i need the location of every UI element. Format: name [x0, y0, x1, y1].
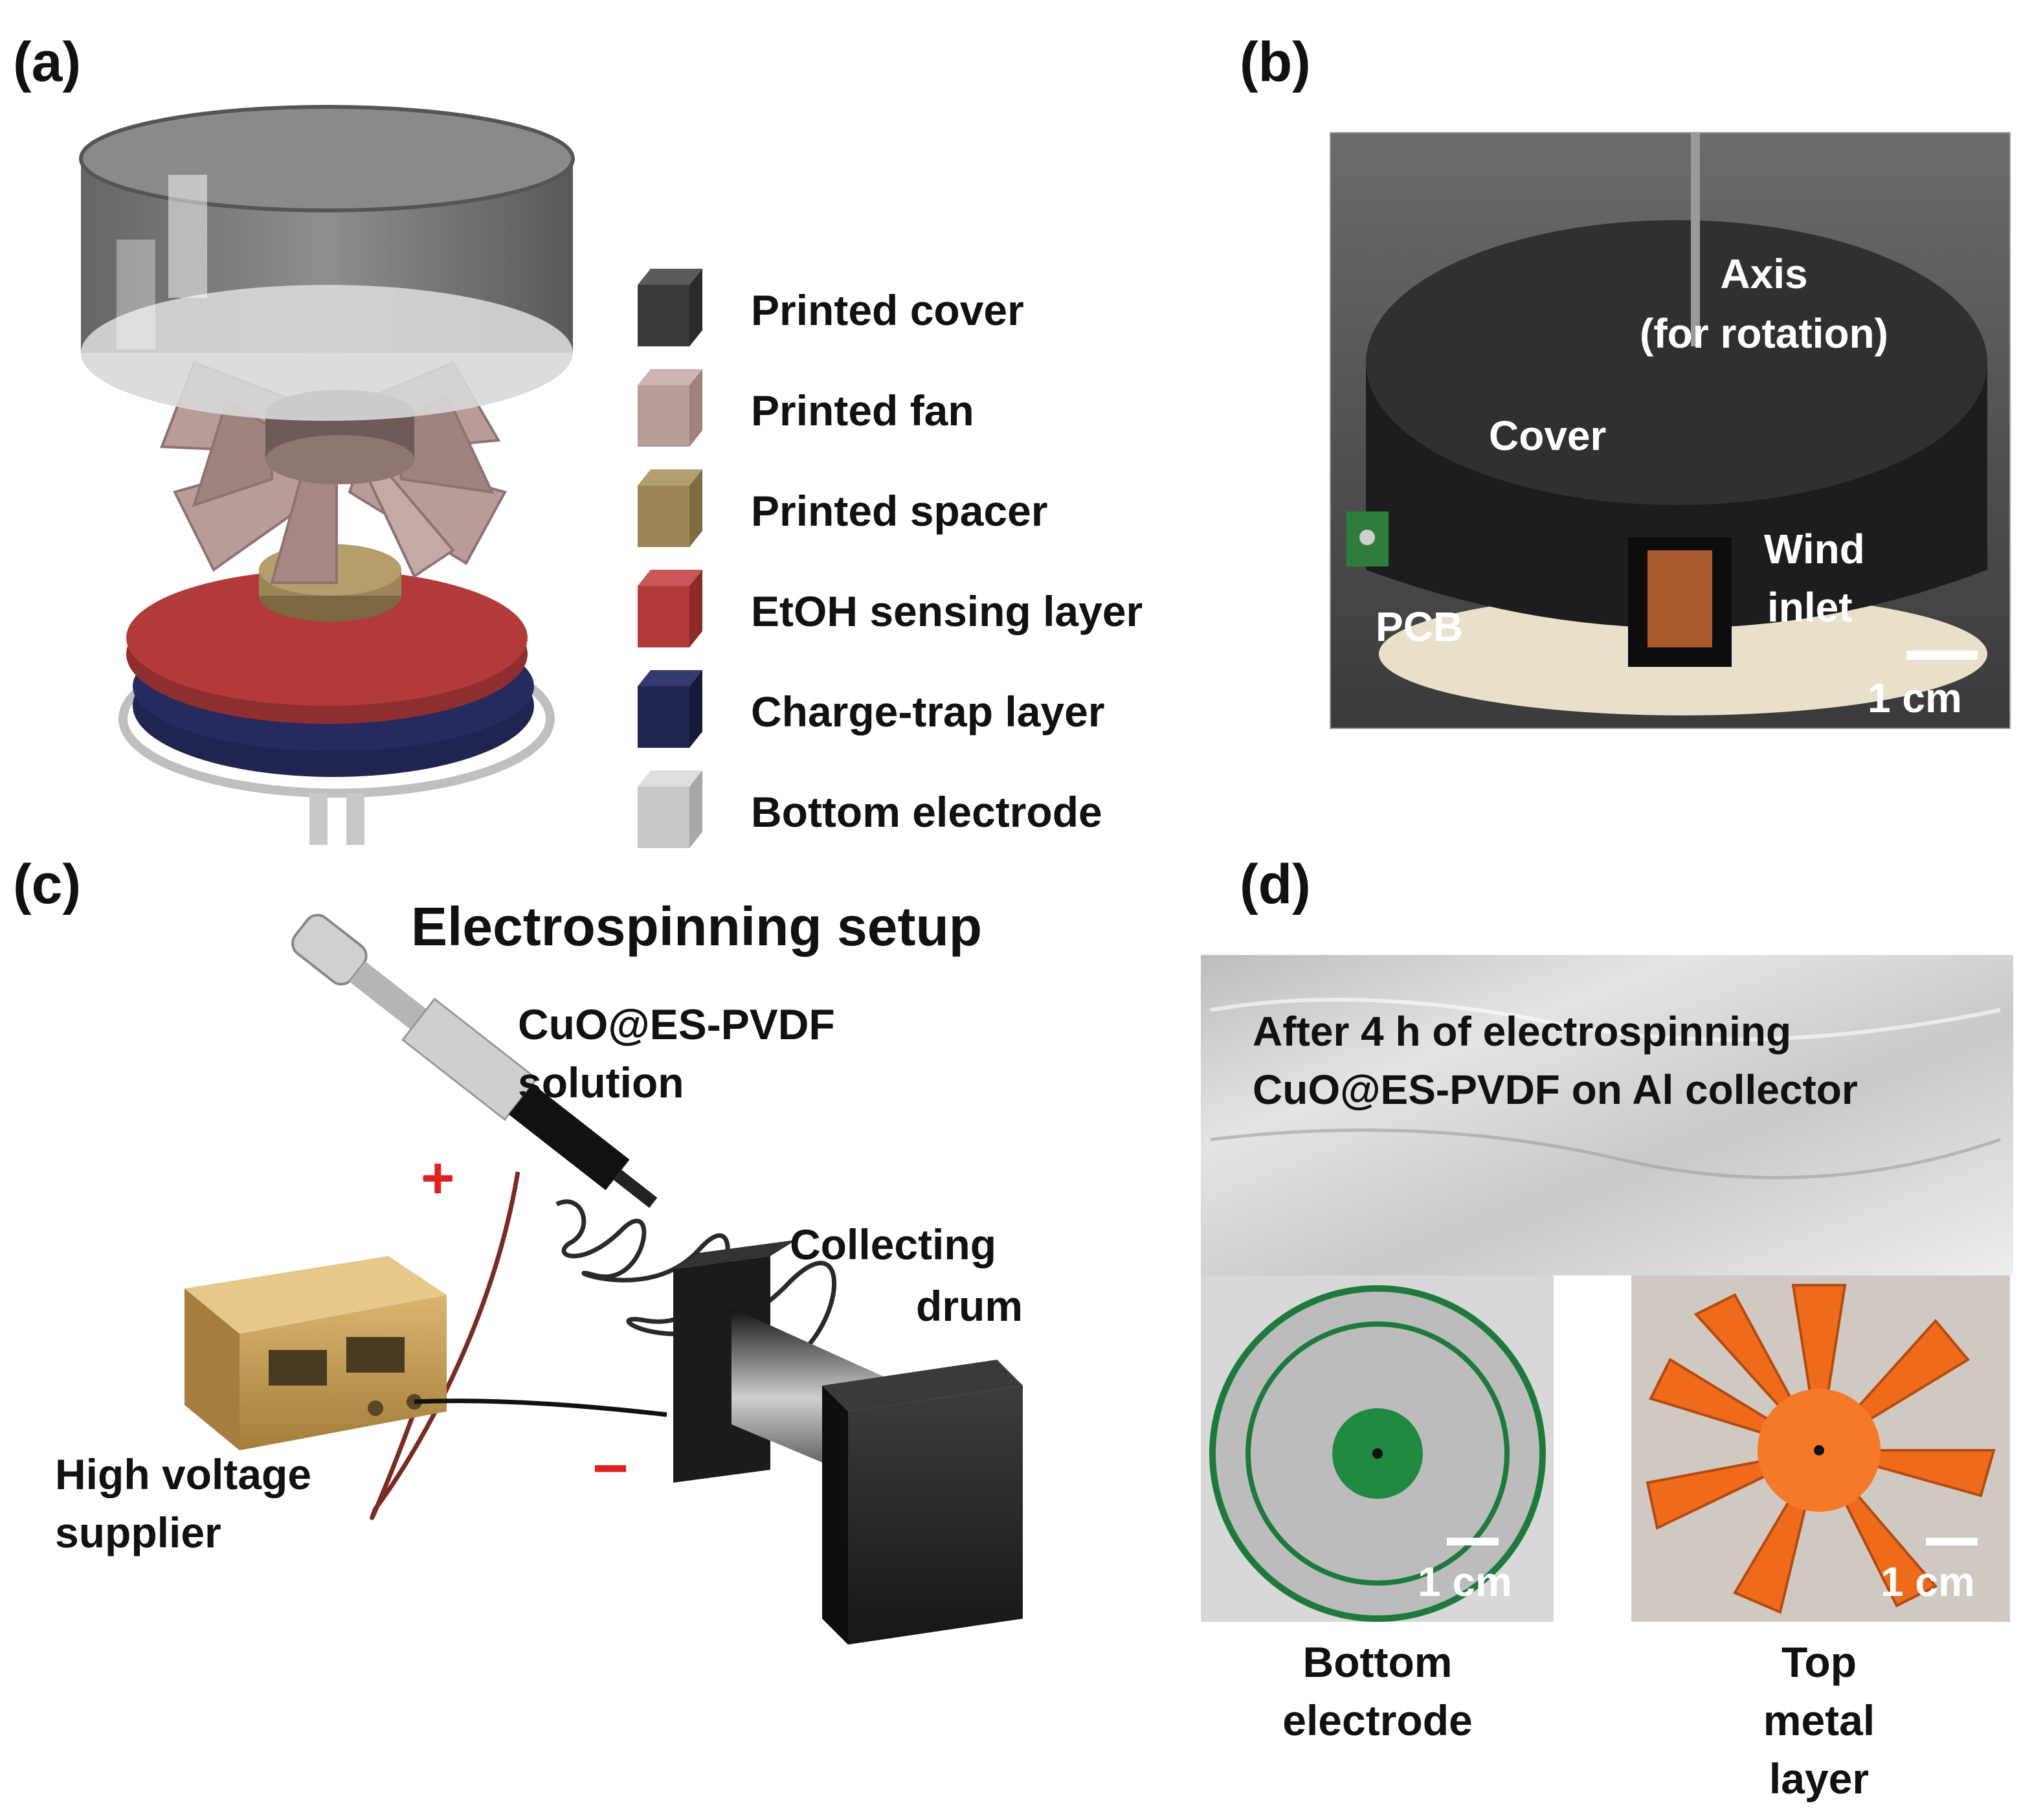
panel-label-d: (d) [1240, 853, 1311, 916]
legend-item-bottom-electrode: Bottom electrode [638, 770, 1102, 848]
legend-label: EtOH sensing layer [751, 587, 1143, 635]
scale-label-b: 1 cm [1868, 675, 1962, 721]
label-axis-detail: (for rotation) [1640, 310, 1888, 357]
electrode-lead-left [309, 793, 328, 845]
legend-item-printed-fan: Printed fan [638, 369, 974, 447]
legend-item-charge-trap-layer: Charge-trap layer [638, 670, 1105, 748]
label-inlet: inlet [1767, 584, 1853, 631]
syringe [291, 914, 658, 1208]
panel-label-b: (b) [1240, 31, 1311, 93]
scale-label-d-right: 1 cm [1881, 1558, 1975, 1605]
legend-item-printed-spacer: Printed spacer [638, 469, 1048, 547]
scale-bar-d-left [1447, 1538, 1499, 1545]
negative-sign: − [592, 1433, 629, 1503]
positive-sign: + [421, 1146, 455, 1211]
fiber-jet [555, 1199, 837, 1382]
caption-bottom-electrode: Bottom [1303, 1638, 1453, 1686]
rotation-axis [1691, 133, 1700, 346]
caption-top-metal-3: layer [1769, 1755, 1869, 1803]
positive-wire [370, 1171, 520, 1520]
foil-caption-2: CuO@ES-PVDF on Al collector [1253, 1066, 1858, 1113]
panel-label-c: (c) [13, 853, 81, 916]
label-wind: Wind [1764, 526, 1865, 572]
electrode-lead-right [346, 793, 364, 845]
photo-bottom-electrode: 1 cm [1201, 1275, 1554, 1622]
device-exploded-view [79, 105, 575, 845]
label-supply-2: supplier [55, 1509, 221, 1556]
label-drum: Collecting [790, 1220, 996, 1268]
legend-label: Charge-trap layer [751, 688, 1105, 736]
label-cover: Cover [1489, 412, 1606, 459]
label-axis: Axis [1720, 251, 1807, 297]
negative-wire [414, 1399, 667, 1417]
scale-bar-d-right [1926, 1538, 1978, 1545]
label-solution-2: solution [518, 1059, 684, 1107]
caption-bottom-electrode-2: electrode [1282, 1696, 1472, 1744]
electrospinning-diagram: + − CuO@ES-PVDF solution Collecting [55, 914, 1023, 1645]
label-pcb: PCB [1376, 603, 1463, 650]
photo-foil: After 4 h of electrospinning CuO@ES-PVDF… [1201, 955, 2013, 1275]
photo-device: Axis (for rotation) Cover PCB Wind inlet… [1330, 132, 2011, 729]
label-solution: CuO@ES-PVDF [518, 1000, 835, 1048]
legend-label: Printed cover [751, 286, 1024, 334]
printed-cover [79, 105, 575, 421]
label-supply: High voltage [55, 1450, 311, 1498]
panel-label-a: (a) [13, 31, 81, 93]
legend-label: Printed spacer [751, 487, 1048, 535]
caption-top-metal-2: metal [1763, 1696, 1875, 1744]
setup-title: Electrospinning setup [411, 896, 982, 957]
label-drum-2: drum [916, 1282, 1023, 1330]
photo-top-metal-layer: 1 cm [1631, 1275, 2010, 1622]
high-voltage-supply [184, 1256, 447, 1450]
collecting-drum [673, 1240, 1023, 1645]
legend-label: Printed fan [751, 387, 974, 434]
legend: Printed cover Printed fan Printed spacer… [638, 269, 1143, 848]
legend-item-printed-cover: Printed cover [638, 269, 1024, 346]
legend-item-etoh-sensing-layer: EtOH sensing layer [638, 570, 1143, 647]
foil-caption-1: After 4 h of electrospinning [1253, 1008, 1791, 1055]
scale-label-d-left: 1 cm [1418, 1558, 1512, 1605]
scale-bar-b [1906, 651, 1978, 660]
caption-top-metal: Top [1781, 1638, 1857, 1686]
legend-label: Bottom electrode [751, 788, 1102, 836]
